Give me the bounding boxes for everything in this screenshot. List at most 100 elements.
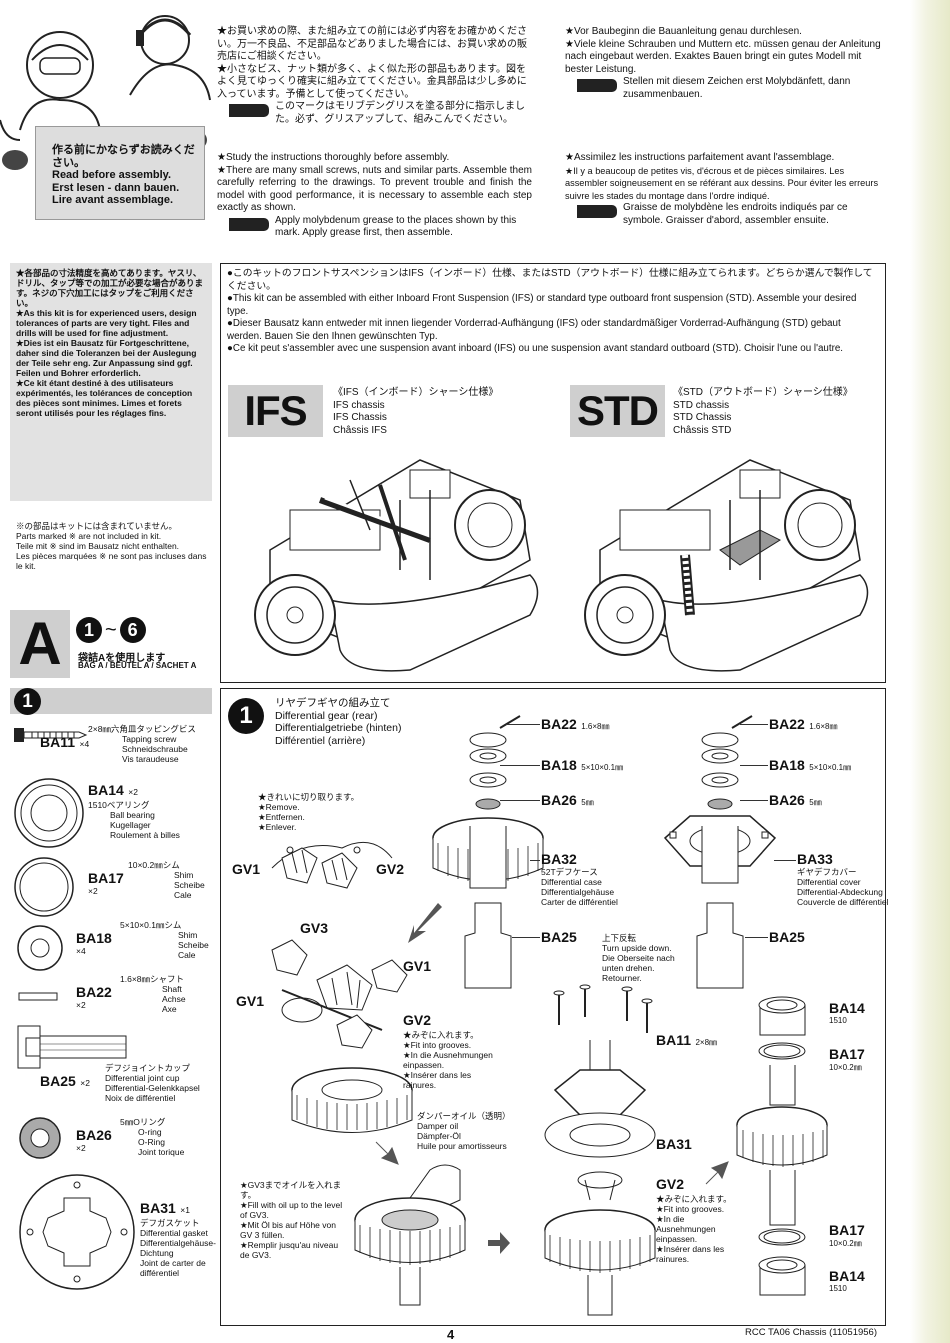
parts-step-number: 1 <box>22 691 33 712</box>
label-gv1-right: GV1 <box>403 958 432 974</box>
parts-step-header <box>10 688 212 714</box>
part-ba17-code: BA17×2 <box>88 870 174 900</box>
part-ba31-en: Differential gasket <box>140 1228 208 1238</box>
label-ba32: BA32 <box>541 851 577 867</box>
grease-icon <box>229 217 269 231</box>
part-ba11-code-label: BA11 <box>40 734 76 750</box>
part-ba14-fr: Roulement à billes <box>110 830 180 840</box>
std-titles: 《STD（アウトボード）シャーシ仕様》 STD chassis STD Chas… <box>673 387 853 437</box>
label-ba18-size-right: 5×10×0.1㎜ <box>809 763 852 772</box>
part-ba25-fr: Noix de différentiel <box>105 1093 176 1103</box>
label-ba33: BA33 <box>797 851 833 867</box>
right-arrow-icon <box>488 1232 510 1254</box>
bag-a-letter: A <box>10 610 70 678</box>
page-number: 4 <box>447 1327 455 1342</box>
label-ba14-size-top: 1510 <box>829 1016 847 1025</box>
part-ba25-langs: Differential joint cup Differential-Gele… <box>105 1073 200 1103</box>
jp-notes: ★お買い求めの際、また組み立ての前には必ず内容をお確かめください。万一不良品、不… <box>217 26 532 126</box>
part-ba25-qty: ×2 <box>80 1078 90 1088</box>
part-ba11-de: Schneidschraube <box>122 744 188 754</box>
part-ba22-code: BA22×2 <box>76 984 162 1014</box>
grooves-note-left: ★みぞに入れます。 ★Fit into grooves. ★In die Aus… <box>403 1030 493 1090</box>
jp-note-1: ★お買い求めの際、また組み立ての前には必ず内容をお確かめください。万一不良品、不… <box>217 26 527 62</box>
fr-notes: ★Assimilez les instructions parfaitement… <box>565 152 883 227</box>
step-start-circle: 1 <box>76 617 102 643</box>
ifs-badge: IFS <box>228 385 323 437</box>
label-ba14-size-bottom: 1510 <box>829 1284 847 1293</box>
part-ba18-de: Scheibe <box>178 940 209 950</box>
part-ba25-en: Differential joint cup <box>105 1073 180 1083</box>
leader-line <box>740 765 768 766</box>
jp-grease-note: このマークはモリブデングリスを塗る部分に指示しました。必ず、グリスアップして、組… <box>275 101 525 125</box>
jp-note-3: このマークはモリブデングリスを塗る部分に指示しました。必ず、グリスアップして、組… <box>217 101 532 126</box>
diff-case-oil-fill-drawing <box>354 1197 466 1306</box>
ifs-titles: 《IFS（インボード）シャーシ仕様》 IFS chassis IFS Chass… <box>333 387 498 437</box>
not-included-note: ※の部品はキットには含まれていません。 Parts marked ※ are n… <box>16 521 207 571</box>
label-ba18-size-left: 5×10×0.1㎜ <box>581 763 624 772</box>
grease-icon <box>229 104 269 117</box>
part-ba31-jp: デフガスケット <box>140 1218 200 1228</box>
en-grease-note: Apply molybdenum grease to the places sh… <box>275 214 517 239</box>
part-ba11-code: BA11 ×4 <box>40 734 122 764</box>
part-ba22-qty: ×2 <box>76 1000 86 1010</box>
step-1-jp: リヤデフギヤの組み立て <box>275 697 391 709</box>
part-ba17-de: Scheibe <box>174 880 205 890</box>
part-ba26-en: O-ring <box>138 1127 162 1137</box>
part-ba26-langs: O-ring O-Ring Joint torique <box>138 1127 184 1157</box>
std-badge: STD <box>570 385 665 437</box>
step-1-de: Differentialgetriebe (hinten) <box>275 722 402 734</box>
callout-ba14-bottom: BA14 1510 <box>829 1268 865 1293</box>
label-ba11-size: 2×8㎜ <box>695 1038 718 1047</box>
part-ba11: 2×8㎜六角皿タッピングビス BA11 ×4 Tapping screw Sch… <box>40 724 215 764</box>
label-ba31: BA31 <box>656 1136 692 1152</box>
mechanics-illustration <box>0 15 211 170</box>
callout-ba18-left: BA18 5×10×0.1㎜ <box>541 757 623 775</box>
part-ba14-de: Kugellager <box>110 820 151 830</box>
sign-de: Erst lesen - dann bauen. <box>52 181 180 194</box>
label-ba25-right: BA25 <box>769 929 805 945</box>
part-ba11-en: Tapping screw <box>122 734 177 744</box>
part-ba22-fr: Axe <box>162 1004 177 1014</box>
callout-ba22-left: BA22 1.6×8㎜ <box>541 716 610 734</box>
part-ba26: 5㎜Oリング BA26×2 O-ring O-Ring Joint toriqu… <box>76 1117 216 1157</box>
leader-line <box>506 724 540 725</box>
shim-5-icon <box>17 925 63 971</box>
part-ba26-de: O-Ring <box>138 1137 165 1147</box>
label-ba17-bottom: BA17 <box>829 1222 865 1238</box>
footer-title: RCC TA06 Chassis (11051956) <box>745 1327 878 1338</box>
de-note-2: ★Viele kleine Schrauben und Muttern etc.… <box>565 38 881 75</box>
callout-ba26-left: BA26 5㎜ <box>541 792 594 810</box>
suspension-intro: ●このキットのフロントサスペンションはIFS（インボード）仕様、またはSTD（ア… <box>227 268 873 354</box>
ball-bearing-icon <box>14 778 84 848</box>
callout-ba11: BA11 2×8㎜ <box>656 1032 717 1050</box>
ifs-jp: 《IFS（インボード）シャーシ仕様》 <box>333 387 499 398</box>
experienced-note-box <box>10 263 212 501</box>
de-notes: ★Vor Baubeginn die Bauanleitung genau du… <box>565 26 883 101</box>
callout-ba14-top: BA14 1510 <box>829 1000 865 1025</box>
std-en: STD chassis <box>673 399 730 411</box>
diff-cover-assembly-drawing <box>544 1040 656 1316</box>
bag-a-range: 1 ~ 6 <box>76 617 146 643</box>
label-ba26-left: BA26 <box>541 792 577 808</box>
label-ba26-size-right: 5㎜ <box>809 798 822 807</box>
ifs-de: IFS Chassis <box>333 412 387 423</box>
part-ba14-code: BA14 <box>88 782 124 798</box>
step-1-title: リヤデフギヤの組み立て Differential gear (rear) Dif… <box>275 697 401 747</box>
part-ba11-fr: Vis taraudeuse <box>122 754 179 764</box>
label-ba11: BA11 <box>656 1032 692 1048</box>
label-ba22-size-left: 1.6×8㎜ <box>581 722 610 731</box>
part-ba22-jp: 1.6×8㎜シャフト <box>120 974 185 984</box>
part-ba17: 10×0.2㎜シム BA17×2 Shim Scheibe Cale <box>88 860 213 900</box>
en-note-1: ★Study the instructions thoroughly befor… <box>217 152 450 163</box>
part-ba17-jp: 10×0.2㎜シム <box>128 860 180 870</box>
part-ba25-code: BA25 ×2 <box>40 1073 105 1103</box>
part-ba18-fr: Cale <box>178 950 196 960</box>
std-fr: Châssis STD <box>673 424 732 436</box>
part-ba22-en: Shaft <box>162 984 182 994</box>
part-ba18-qty: ×4 <box>76 946 86 956</box>
part-ba17-langs: Shim Scheibe Cale <box>174 870 205 900</box>
shaft-icon <box>18 992 58 1001</box>
bag-letter: A <box>18 610 62 677</box>
label-gv2-mid: GV2 <box>403 1012 432 1028</box>
label-ba32-desc: 52Tデフケース Differential case Differentialg… <box>541 867 618 907</box>
